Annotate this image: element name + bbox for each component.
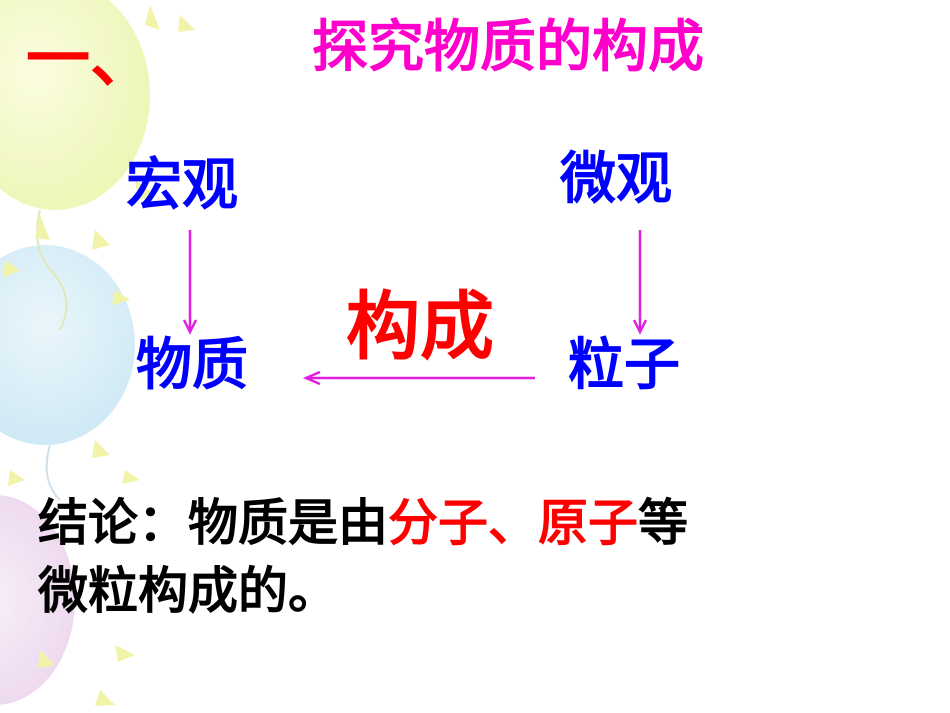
sparkle-rays	[3, 5, 195, 706]
section-number: 一、	[26, 23, 154, 97]
conclusion-prefix: 结论：物质是由	[38, 494, 388, 552]
particle-label: 粒子	[568, 333, 680, 398]
substance-label: 物质	[136, 333, 248, 398]
conclusion-separator: 、	[488, 494, 538, 552]
macro-to-substance-arrowhead	[182, 319, 198, 335]
particle-to-substance-arrowhead	[302, 370, 321, 386]
yellow-balloon	[0, 0, 150, 210]
atom-term: 原子	[538, 494, 638, 552]
micro-label: 微观	[560, 147, 672, 212]
molecule-term: 分子	[388, 494, 488, 552]
conclusion-suffix: 等	[638, 494, 688, 552]
page-title: 探究物质的构成	[312, 15, 704, 80]
pink-balloon	[0, 495, 75, 705]
conclusion-line-2: 微粒构成的。	[38, 562, 338, 620]
conclusion-line-1: 结论：物质是由分子、原子等	[38, 498, 688, 548]
macro-label: 宏观	[126, 153, 238, 218]
compose-label: 构成	[346, 284, 494, 370]
blue-balloon	[0, 245, 135, 445]
micro-to-particle-arrowhead	[632, 319, 648, 335]
